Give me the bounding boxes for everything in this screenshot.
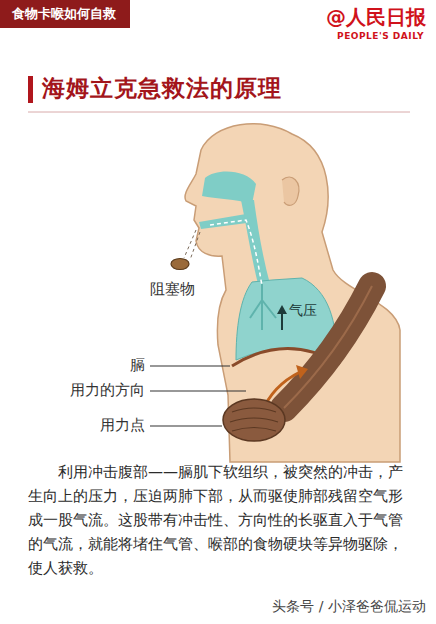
obstruction [171, 259, 189, 270]
ear [282, 177, 299, 205]
force-arrowhead [296, 365, 308, 379]
leader-line [150, 365, 230, 366]
part-label: 气压 [289, 302, 317, 320]
header-tab: 食物卡喉如何自救 [0, 0, 130, 28]
fist [223, 399, 285, 441]
arm-highlight [284, 286, 372, 408]
body-paragraph: 利用冲击腹部——膈肌下软组织，被突然的冲击，产生向上的压力，压迫两肺下部，从而驱… [28, 460, 410, 580]
logo-subtext: PEOPLE'S DAILY [337, 31, 424, 41]
trachea [241, 200, 270, 284]
pressure-arrowhead [277, 305, 287, 314]
title: 海姆立克急救法的原理 [42, 73, 282, 104]
body-silhouette [185, 124, 400, 462]
part-label: 用力点 [100, 416, 145, 435]
part-label: 阻塞物 [150, 280, 195, 299]
leader-line [150, 425, 222, 426]
part-label: 用力的方向 [70, 381, 145, 400]
part-label: 膈 [130, 356, 145, 375]
pressure-arrow [281, 312, 283, 330]
ejection-trail [184, 230, 200, 260]
watermark: 头条号 / 小泽爸爸侃运动 [272, 598, 426, 616]
nasal-cavity [202, 171, 256, 204]
title-bar [28, 76, 33, 103]
helper-arm [284, 286, 372, 408]
leader-line [150, 390, 246, 391]
logo-text: @人民日报 [326, 4, 426, 31]
title-rule [28, 112, 410, 113]
airflow-path [210, 220, 262, 286]
bronchi [250, 284, 276, 330]
fingers [230, 408, 278, 431]
tab-text: 食物卡喉如何自救 [12, 5, 118, 23]
